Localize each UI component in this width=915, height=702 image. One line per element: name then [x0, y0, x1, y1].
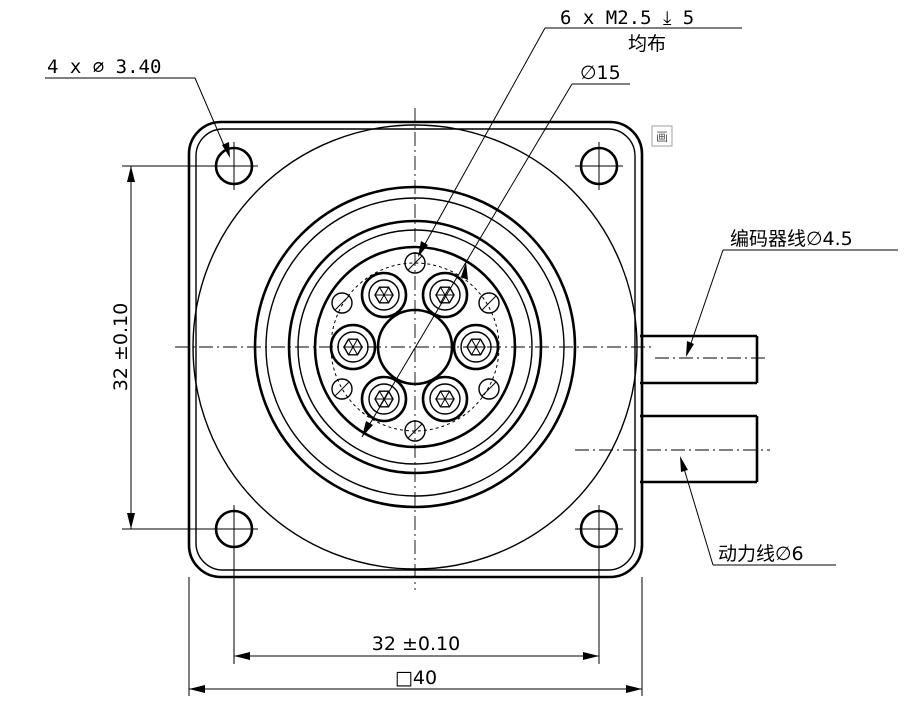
power-cable-label: 动力线∅6 — [718, 543, 804, 565]
marker-icon — [651, 125, 673, 147]
thread-label: 6 x M2.5 ⤓ 5 — [560, 7, 694, 29]
encoder-cable-label: 编码器线∅4.5 — [730, 228, 853, 250]
dim-square-label: □40 — [395, 667, 437, 689]
power-cable — [575, 414, 770, 484]
flange-inner-outline — [195, 128, 636, 571]
leader-holes — [45, 77, 230, 158]
dim-horizontal-label: 32 ±0.10 — [372, 633, 460, 655]
dim-horizontal — [233, 545, 600, 664]
leader-thread — [418, 27, 742, 257]
leader-encoder — [686, 249, 898, 357]
evenly-spaced-label: 均布 — [628, 33, 666, 55]
dim-vertical-label: 32 ±0.10 — [110, 303, 132, 391]
threaded-holes — [331, 252, 500, 442]
marker-icon-glyph: 画 — [656, 130, 668, 144]
flange-outline — [187, 120, 644, 579]
dim-vertical — [122, 165, 218, 530]
mounting-holes — [214, 146, 619, 549]
leader-power — [680, 456, 836, 566]
bolt-circle-label: ∅15 — [580, 62, 621, 84]
encoder-cable — [640, 334, 765, 385]
dim-square — [188, 577, 643, 696]
holes-label: 4 x ∅ 3.40 — [47, 56, 161, 78]
leader-bolt-circle — [361, 83, 630, 438]
